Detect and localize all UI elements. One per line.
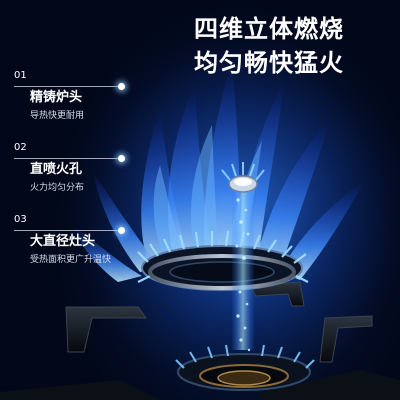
headline: 四维立体燃烧 均匀畅快猛火: [138, 12, 400, 80]
feature-marker-dot: [118, 227, 125, 234]
feature-number: 03: [14, 214, 27, 225]
feature-divider: [14, 158, 122, 159]
feature-divider: [14, 86, 122, 87]
feature-subtitle: 导热快更耐用: [30, 111, 85, 121]
headline-line-2: 均匀畅快猛火: [194, 49, 344, 77]
headline-line-1: 四维立体燃烧: [194, 15, 344, 43]
feature-title: 大直径灶头: [30, 234, 96, 249]
feature-marker-dot: [118, 155, 125, 162]
feature-title: 精铸炉头: [30, 90, 83, 105]
feature-marker-dot: [118, 83, 125, 90]
feature-number: 02: [14, 142, 27, 153]
feature-number: 01: [14, 70, 27, 81]
feature-subtitle: 火力均匀分布: [30, 183, 85, 193]
feature-title: 直喷火孔: [30, 162, 83, 177]
feature-divider: [14, 230, 122, 231]
feature-subtitle: 受热面积更广升温快: [30, 255, 112, 265]
